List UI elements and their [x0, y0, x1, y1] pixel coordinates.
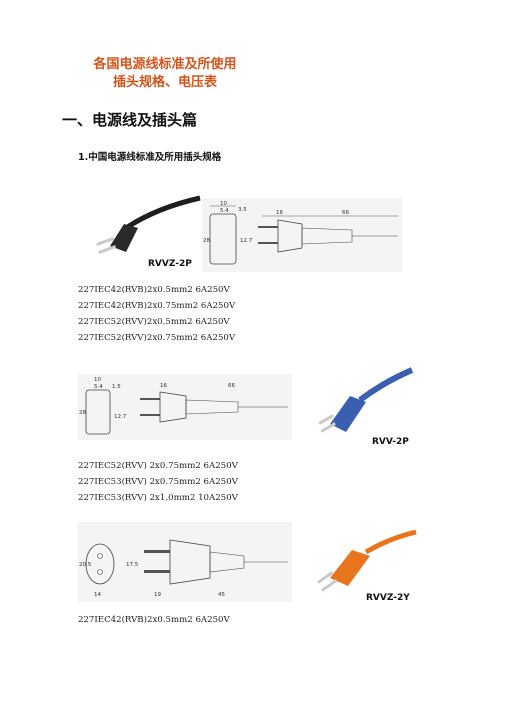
- dim-label: 14: [94, 592, 101, 598]
- dim-label: 5.4: [220, 208, 229, 214]
- dim-label: 1.5: [112, 384, 121, 390]
- spec-line: 227IEC53(RVV) 2x0.75mm2 6A250V: [78, 477, 238, 487]
- dim-label: 28: [79, 410, 86, 416]
- dim-label: 66: [228, 383, 235, 389]
- dim-label: 20.5: [79, 562, 92, 568]
- spec-list-1: 227IEC42(RVB)2x0.5mm2 6A250V 227IEC42(RV…: [78, 282, 235, 346]
- section-heading: 一、电源线及插头篇: [62, 111, 198, 129]
- spec-line: 227IEC52(RVV)2x0.75mm2 6A250V: [78, 333, 236, 343]
- spec-line: 227IEC53(RVV) 2x1.0mm2 10A250V: [78, 493, 238, 503]
- spec-line: 227IEC42(RVB)2x0.5mm2 6A250V: [78, 615, 230, 625]
- plug-drawing-rvvz-2y: 20.5 14 17.5 19 45: [78, 522, 292, 602]
- dim-label: 16: [276, 210, 283, 216]
- spec-line: 227IEC42(RVB)2x0.75mm2 6A250V: [78, 301, 236, 311]
- plug-photo-rvv-2p: RVV-2P: [300, 366, 422, 450]
- dim-label: 10: [94, 377, 101, 383]
- plug-photo-rvvz-2y: RVVZ-2Y: [300, 522, 422, 606]
- document-title-line2: 插头规格、电压表: [112, 75, 217, 90]
- dim-label: 17.5: [126, 562, 139, 568]
- spec-line: 227IEC42(RVB)2x0.5mm2 6A250V: [78, 285, 230, 295]
- photo-label: RVV-2P: [372, 437, 409, 447]
- dim-label: 12.7: [114, 414, 127, 420]
- spec-line: 227IEC52(RVV)2x0.5mm2 6A250V: [78, 317, 230, 327]
- dim-label: 66: [342, 210, 349, 216]
- plug-drawing-rvv-2p: 10 5.4 1.5 28 12.7 16 66: [78, 374, 292, 440]
- spec-list-3: 227IEC42(RVB)2x0.5mm2 6A250V: [78, 612, 230, 628]
- plug-drawing-rvvz-2p: 10 5.4 3.5 12.7 28 16 66: [202, 198, 402, 272]
- dim-label: 5.4: [94, 384, 103, 390]
- plug-photo-rvvz-2p: RVVZ-2P: [86, 188, 202, 272]
- document-title-line1: 各国电源线标准及所使用: [93, 57, 237, 72]
- photo-label: RVVZ-2P: [148, 259, 192, 269]
- dim-label: 16: [160, 383, 167, 389]
- dim-label: 3.5: [238, 207, 247, 213]
- dim-label: 10: [220, 201, 227, 207]
- dim-label: 12.7: [240, 238, 253, 244]
- photo-label: RVVZ-2Y: [366, 593, 410, 603]
- dim-label: 45: [218, 592, 225, 598]
- subsection-heading: 1.中国电源线标准及所用插头规格: [78, 152, 222, 163]
- spec-line: 227IEC52(RVV) 2x0.75mm2 6A250V: [78, 461, 238, 471]
- dim-label: 19: [154, 592, 161, 598]
- dim-label: 28: [203, 238, 210, 244]
- spec-list-2: 227IEC52(RVV) 2x0.75mm2 6A250V 227IEC53(…: [78, 458, 238, 506]
